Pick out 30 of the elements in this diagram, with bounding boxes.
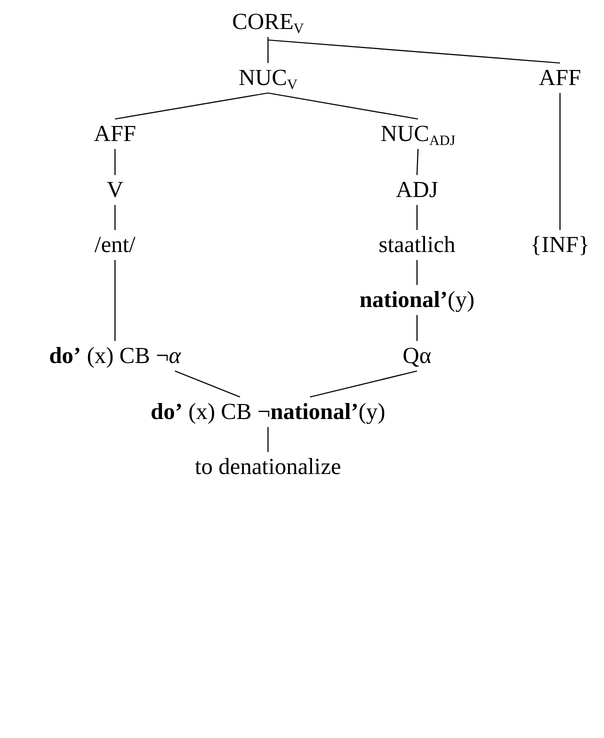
tree-node-label: ADJ [394, 176, 440, 204]
tree-node-label: do’ (x) CB ¬α [48, 342, 182, 370]
tree-node-label: to denationalize [194, 454, 342, 480]
tree-branch-line [267, 427, 269, 452]
tree-branch-line [416, 315, 418, 341]
tree-node-label: NUC$_{V}$ [238, 64, 298, 92]
tree-node-label: national’(y) [358, 286, 476, 314]
tree-branch-line [114, 149, 116, 175]
tree-node-label: /ent/ [94, 232, 136, 258]
tree-node-label: AFF [538, 64, 582, 92]
tree-branch-line [416, 260, 418, 285]
tree-node-label: NUC$_{ADJ}$ [380, 120, 456, 148]
tree-node-label: staatlich [378, 232, 456, 258]
tree-node-label: do’ (x) CB ¬national’(y) [150, 398, 386, 426]
tree-node-label: CORE$_{V}$ [231, 8, 305, 36]
tree-node-label: {INF} [529, 232, 591, 258]
tree-branch-line [114, 260, 116, 341]
tree-branch-line [310, 370, 418, 398]
tree-node-label: AFF [92, 120, 138, 148]
tree-branch-line [267, 37, 269, 63]
tree-branch-line [416, 148, 419, 176]
tree-branch-line [268, 92, 418, 120]
tree-branch-line [174, 370, 240, 398]
tree-node-label: V [106, 176, 124, 204]
tree-branch-line [114, 92, 268, 120]
tree-node-label: Qα [402, 342, 432, 370]
tree-branch-line [268, 39, 560, 64]
tree-branch-line [416, 205, 418, 230]
tree-branch-line [114, 205, 116, 230]
tree-branch-line [559, 93, 561, 230]
